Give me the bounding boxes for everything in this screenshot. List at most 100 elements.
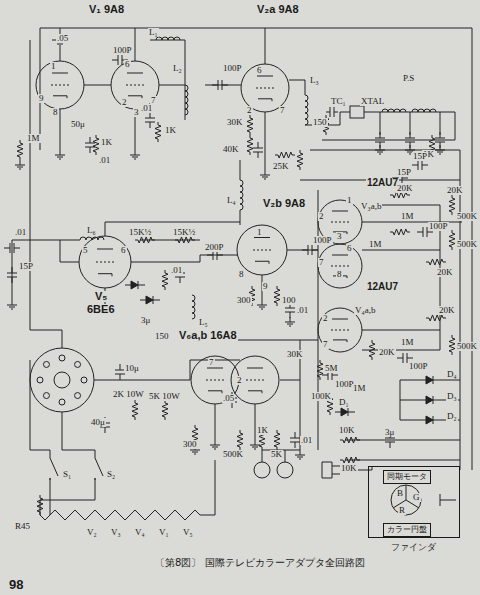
coil-symbol xyxy=(192,295,195,319)
resistor-symbol xyxy=(369,340,375,360)
color-disk xyxy=(391,485,421,515)
tube-cathode xyxy=(333,340,347,342)
wire xyxy=(240,210,241,225)
socket-pin xyxy=(59,399,65,405)
value-label: 1K xyxy=(256,426,269,435)
value-label: 100P xyxy=(112,46,133,55)
tube-grid xyxy=(96,262,114,263)
wire xyxy=(60,240,79,262)
value-label: 30K xyxy=(286,350,304,359)
value-label: 5 xyxy=(82,246,89,255)
diode-symbol xyxy=(420,416,440,424)
value-label: .01 xyxy=(140,104,153,113)
wire xyxy=(105,222,240,236)
resistor-symbol xyxy=(155,122,161,142)
value-label: V₅ xyxy=(182,528,194,537)
finder-lens xyxy=(440,494,456,506)
value-label: 300 xyxy=(236,296,252,305)
value-label: 1K xyxy=(164,126,177,135)
wire xyxy=(60,109,61,150)
trimmer-capacitor xyxy=(326,107,338,117)
tube-grid xyxy=(206,380,224,381)
wire xyxy=(131,255,238,262)
tube-cathode xyxy=(208,391,222,393)
tube-envelope xyxy=(79,236,131,288)
value-label: 100 xyxy=(281,296,297,305)
wire xyxy=(135,28,136,61)
wire xyxy=(285,450,286,462)
value-label: 20K xyxy=(438,306,456,315)
value-label: 50μ xyxy=(70,120,86,129)
value-label: 5K xyxy=(270,450,283,459)
wire xyxy=(265,112,266,170)
coil-symbol xyxy=(156,37,180,40)
value-label: L₂ xyxy=(172,64,183,73)
value-label: 3μ xyxy=(140,316,151,325)
value-label: XTAL xyxy=(360,97,385,106)
value-label: 7 xyxy=(208,358,215,367)
value-label: L₄ xyxy=(226,196,237,205)
value-label: 5K 10W xyxy=(148,392,181,401)
tube-cathode xyxy=(248,391,262,393)
resistor-symbol xyxy=(237,430,243,450)
wire xyxy=(362,330,440,331)
wire xyxy=(40,28,335,29)
socket-pin xyxy=(75,393,81,399)
value-label: D₁ xyxy=(338,398,350,407)
ground-symbol xyxy=(130,150,140,159)
tube-cathode xyxy=(98,274,112,277)
wire xyxy=(400,400,420,401)
wire xyxy=(335,28,472,100)
value-label: .01 xyxy=(14,228,27,237)
value-label: 30K xyxy=(226,118,244,127)
value-label: 20K xyxy=(436,268,454,277)
value-label: 1 xyxy=(346,196,353,205)
capacitor-symbol xyxy=(7,267,17,283)
capacitor-symbol xyxy=(290,432,300,448)
tube-grid xyxy=(246,380,264,381)
tube-socket xyxy=(30,348,94,412)
value-label: 1M xyxy=(26,134,41,143)
value-label: 15P xyxy=(412,152,428,161)
coil-symbol xyxy=(240,180,243,210)
wire xyxy=(472,100,473,470)
wire xyxy=(400,380,401,420)
wire xyxy=(318,400,319,450)
value-label: 3 xyxy=(336,232,343,241)
tube-grid xyxy=(51,85,69,86)
wire xyxy=(345,440,460,441)
capacitor-symbol xyxy=(212,80,228,90)
part-name: V₁ 9A8 xyxy=(88,4,125,15)
value-label: 100K xyxy=(310,392,332,401)
wire xyxy=(440,112,441,135)
tube-grid xyxy=(331,266,349,267)
ground-symbol xyxy=(375,145,385,154)
ground-symbol xyxy=(295,450,305,459)
tube-grid xyxy=(331,222,349,223)
wire xyxy=(380,112,381,135)
value-label: 100P xyxy=(312,236,333,245)
value-label: 500K xyxy=(456,240,478,249)
part-name: 12AU7 xyxy=(366,282,399,292)
resistor-symbol xyxy=(162,270,168,290)
value-label: 40K xyxy=(222,145,240,154)
value-label: 15K½ xyxy=(172,228,196,237)
diode-symbol xyxy=(125,281,145,289)
value-label: 20K xyxy=(378,348,396,357)
value-label: R xyxy=(398,506,406,515)
part-name: 6BE6 xyxy=(86,304,116,315)
value-label: 100P xyxy=(428,222,449,231)
value-label: 10μ xyxy=(124,364,140,373)
value-label: 8 xyxy=(238,270,245,279)
wire xyxy=(440,380,460,381)
value-label: 1M xyxy=(352,384,367,393)
tube-envelope xyxy=(237,225,287,275)
wire xyxy=(410,112,411,135)
socket-key xyxy=(54,372,70,388)
tube-grid xyxy=(253,250,271,251)
wire xyxy=(300,340,318,341)
diode-symbol xyxy=(420,396,440,404)
ground-symbol xyxy=(435,145,445,154)
wire xyxy=(62,450,95,451)
value-label: S₂ xyxy=(106,470,116,479)
